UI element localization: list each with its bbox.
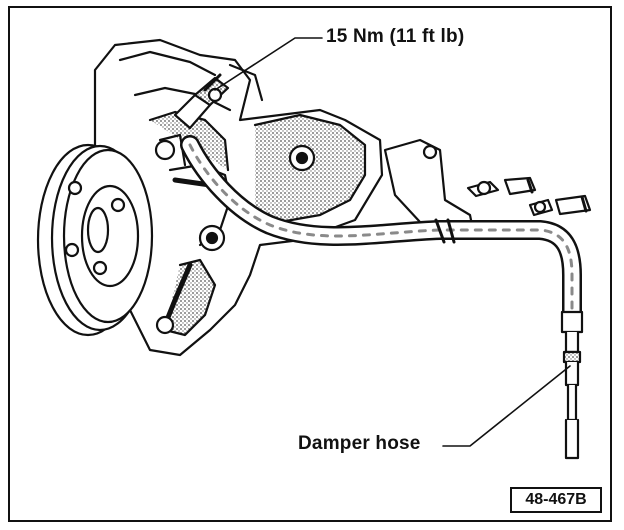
torque-bolts: [173, 73, 230, 130]
leader-lines: [214, 37, 571, 447]
mounting-bracket: [383, 138, 592, 230]
torque-callout: 15 Nm (11 ft lb): [326, 26, 465, 47]
damper-hose-callout: Damper hose: [298, 433, 421, 454]
pulley: [36, 143, 154, 337]
figure-number: 48-467B: [510, 487, 602, 513]
pressure-line: [180, 135, 584, 460]
